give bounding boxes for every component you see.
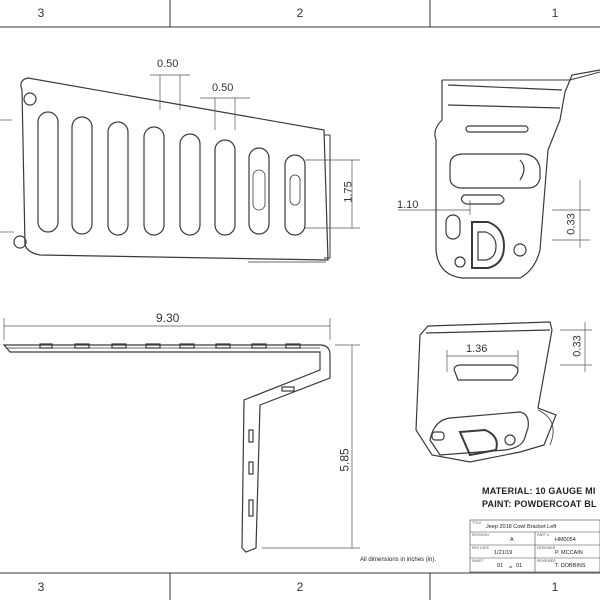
vent-slot — [107, 121, 129, 236]
title-caption: TITLE — [472, 521, 482, 525]
front-view-dims — [0, 74, 360, 233]
dim-hole-edge: 0.33 — [565, 213, 578, 235]
sheet-total: 01 — [516, 563, 523, 569]
vent-slot — [214, 139, 236, 236]
dim-top-spacing: 0.50 — [157, 58, 179, 70]
front-view-outline — [20, 77, 329, 261]
zone-label-bottom-1: 1 — [551, 580, 559, 594]
date-caption: REV DATE — [472, 546, 490, 550]
paint-note: PAINT: POWDERCOAT BL — [482, 499, 597, 509]
dim-slot-width-iso: 1.36 — [466, 343, 488, 355]
zone-label-bottom-2: 2 — [296, 580, 304, 594]
checked-caption: REVIEWER — [537, 559, 556, 563]
vent-slot — [284, 154, 306, 236]
part-caption: PART # — [537, 533, 549, 537]
dim-hole-offset: 1.10 — [397, 199, 419, 211]
date-value: 1/21/19 — [494, 550, 513, 556]
vent-slot — [179, 133, 201, 236]
vent-slot — [248, 147, 270, 235]
side-view — [434, 69, 600, 279]
vent-slot — [71, 116, 93, 235]
revision-value: A — [510, 537, 514, 543]
vent-slot — [37, 111, 59, 233]
designer-value: P. MCCAIN — [555, 550, 583, 556]
title-block — [469, 519, 600, 573]
front-view — [13, 77, 331, 263]
sheet-number: 01 — [497, 563, 504, 569]
dim-slot-spacing: 0.50 — [212, 82, 234, 94]
dim-overall-height: 5.85 — [337, 448, 352, 472]
zone-label-top-3: 3 — [37, 6, 45, 20]
mount-hole — [23, 92, 37, 106]
iso-view-dims — [446, 322, 592, 372]
vent-slot — [143, 126, 165, 236]
iso-view — [415, 321, 557, 463]
side-view-dims — [398, 180, 590, 248]
checked-value: T. DOBBINS — [555, 563, 586, 569]
dim-overall-width: 9.30 — [156, 311, 180, 325]
zone-label-bottom-3: 3 — [37, 580, 45, 594]
designer-caption: DESIGNER — [537, 546, 556, 550]
profile-view — [2, 343, 331, 553]
material-note: MATERIAL: 10 GAUGE MI — [482, 486, 596, 496]
zone-label-top-2: 2 — [296, 6, 304, 20]
dim-flange-iso: 0.33 — [571, 335, 584, 357]
revision-caption: REVISION — [472, 533, 489, 537]
mount-hole — [13, 235, 27, 249]
dim-slot-length: 1.75 — [342, 181, 355, 203]
zone-label-top-1: 1 — [551, 6, 559, 20]
sheet-of: of — [509, 564, 513, 569]
profile-view-dims — [3, 318, 360, 549]
part-number: HM0054 — [555, 537, 576, 543]
units-note: All dimensions in inches (in). — [360, 557, 437, 563]
drawing-title: Jeep 2018 Cowl Bracket Left — [486, 524, 557, 530]
sheet-caption: SHEET — [472, 559, 484, 563]
